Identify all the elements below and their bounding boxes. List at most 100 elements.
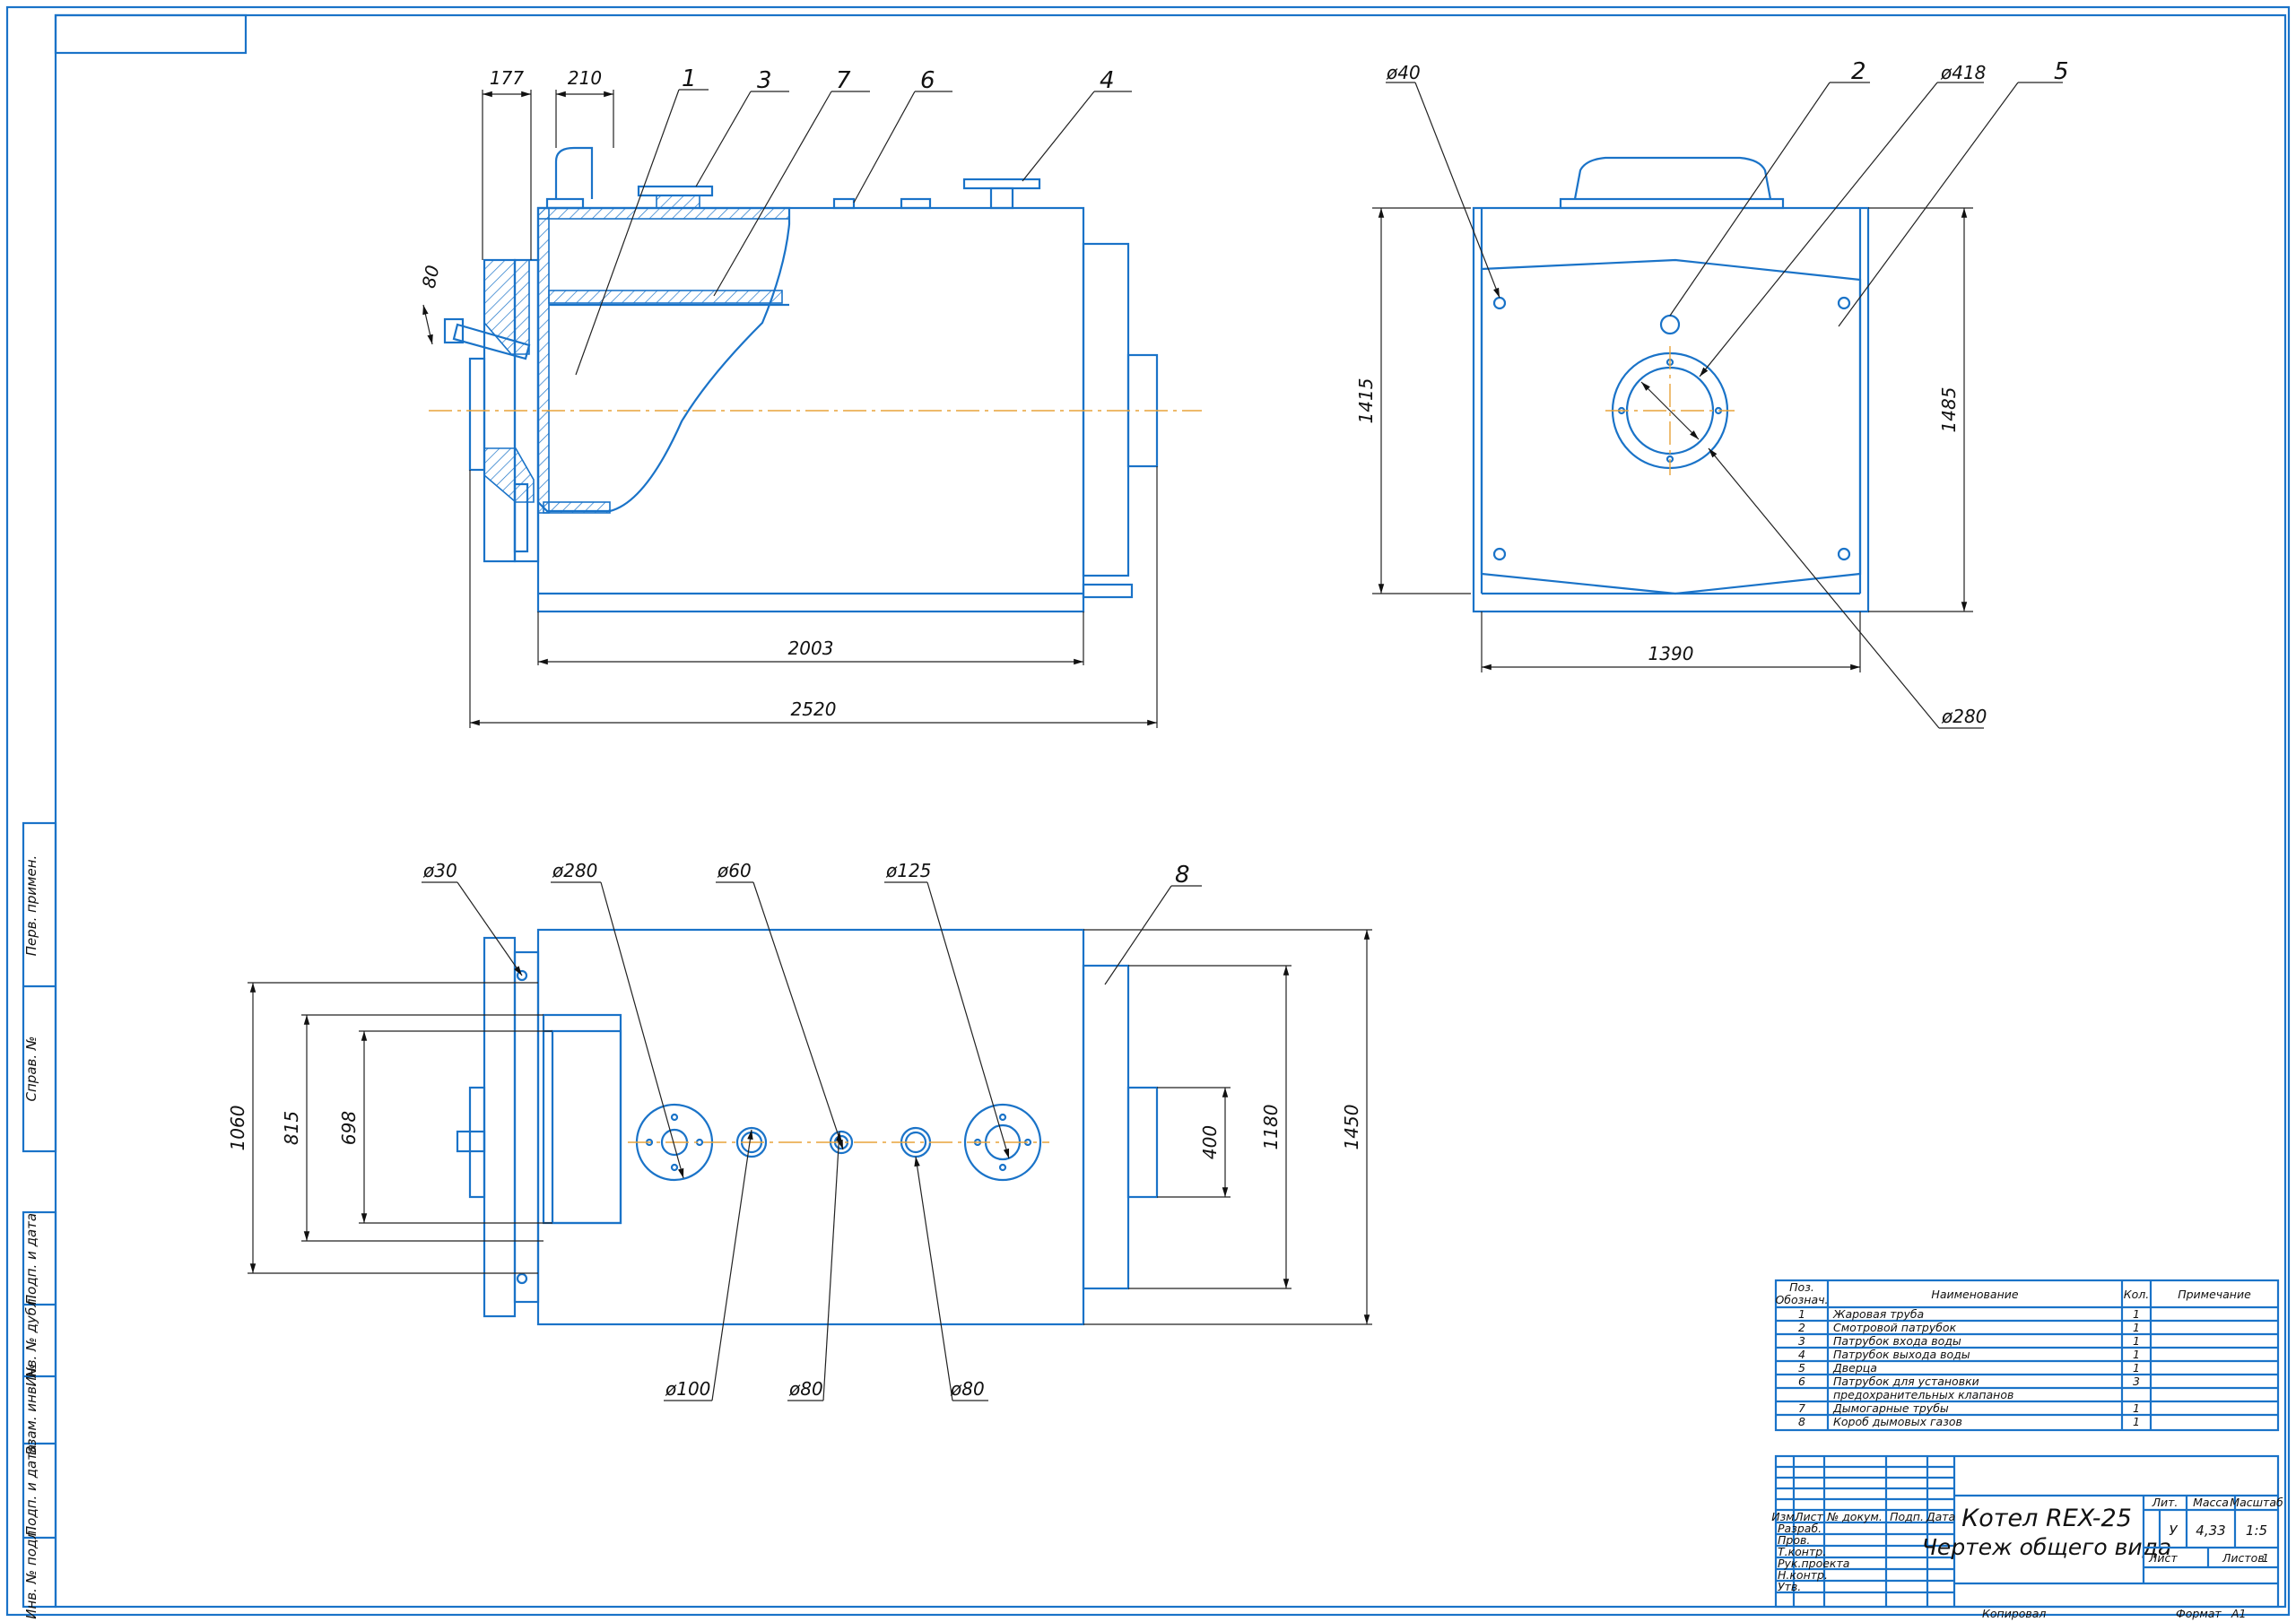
table-row-qty: 1 — [2133, 1321, 2140, 1334]
table-header-designation: Обознач. — [1775, 1293, 1828, 1306]
table-row-pos: 2 — [1798, 1321, 1805, 1334]
tb-mass-label: Масса — [2193, 1496, 2229, 1509]
table-row-qty: 3 — [2133, 1375, 2140, 1388]
tb-format-value: A1 — [2231, 1607, 2247, 1620]
table-row-name: Жаровая труба — [1832, 1307, 1924, 1321]
tb-col-izm: Изм. — [1771, 1510, 1797, 1523]
table-row-pos: 7 — [1798, 1401, 1805, 1415]
dim-400: 400 — [1199, 1125, 1221, 1159]
tb-col-date: Дата — [1926, 1510, 1955, 1523]
stamp-podp-data-2: Подп. и дата — [23, 1444, 39, 1536]
table-row-qty: 1 — [2133, 1401, 2140, 1415]
stamp-inv-dubl: Инв. № дубл. — [23, 1295, 39, 1387]
tb-role-prov: Пров. — [1778, 1533, 1810, 1547]
dim-dia125: ø125 — [885, 860, 931, 881]
table-row-qty: 1 — [2133, 1334, 2140, 1348]
sheet-frame — [5, 5, 2291, 1617]
table-row-qty: 1 — [2133, 1415, 2140, 1428]
tb-copied: Копировал — [1982, 1607, 2046, 1620]
tb-scale-value: 1:5 — [2246, 1522, 2267, 1539]
dim-dia280-front: ø280 — [1941, 706, 1987, 727]
tb-lit-value: У — [2169, 1522, 2178, 1539]
stamp-inv-podl: Инв. № подл. — [23, 1526, 39, 1618]
parts-table: Поз. Обознач. Наименование Кол. Примечан… — [1774, 1279, 2280, 1432]
dim-698: 698 — [338, 1111, 360, 1145]
dim-1485: 1485 — [1938, 387, 1960, 433]
tb-title-line1: Котел REX-25 — [1961, 1505, 2132, 1532]
dim-dia60: ø60 — [717, 860, 752, 881]
stamp-vzam-inv: Взам. инв. № — [23, 1364, 39, 1455]
dim-dia30: ø30 — [422, 860, 457, 881]
tb-col-list: Лист — [1794, 1510, 1823, 1523]
stamp-perv-primen: Перв. примен. — [23, 855, 39, 957]
table-row-pos: 3 — [1798, 1334, 1805, 1348]
callout-8: 8 — [1175, 862, 1190, 889]
table-row-pos: 5 — [1798, 1361, 1805, 1375]
table-row-name: Смотровой патрубок — [1833, 1321, 1957, 1334]
table-header-qty: Кол. — [2124, 1288, 2150, 1301]
dim-dia280-top: ø280 — [552, 860, 597, 881]
table-row-name: Дверца — [1832, 1361, 1877, 1375]
tb-role-tkontr: Т.контр. — [1778, 1545, 1826, 1558]
tb-role-ruk: Рук.проекта — [1778, 1557, 1849, 1570]
stamp-sprav: Справ. № — [23, 1037, 39, 1102]
tb-col-sign: Подп. — [1890, 1510, 1924, 1523]
callout-4: 4 — [1100, 67, 1115, 94]
callout-7: 7 — [836, 67, 851, 94]
table-row-pos: 4 — [1798, 1348, 1805, 1361]
table-row-name: Короб дымовых газов — [1833, 1415, 1962, 1428]
tb-title-line2: Чертеж общего вида — [1922, 1534, 2171, 1560]
dim-80: 80 — [418, 264, 444, 291]
dim-1415: 1415 — [1355, 378, 1377, 424]
dim-dia80-b: ø80 — [950, 1378, 985, 1400]
table-row-qty: 1 — [2133, 1307, 2140, 1321]
tb-mass-value: 4,33 — [2196, 1522, 2225, 1539]
table-row-name: Патрубок для установки — [1833, 1375, 1979, 1388]
table-row-qty: 1 — [2133, 1348, 2140, 1361]
table-header-pos: Поз. — [1789, 1280, 1814, 1294]
dim-1060: 1060 — [227, 1106, 248, 1151]
dim-dia100: ø100 — [665, 1378, 710, 1400]
dim-dia418: ø418 — [1940, 62, 1986, 83]
table-row-name: Патрубок входа воды — [1833, 1334, 1961, 1348]
table-row-qty: 1 — [2133, 1361, 2140, 1375]
table-row-name: предохранительных клапанов — [1833, 1388, 2013, 1401]
callout-2: 2 — [1851, 58, 1866, 85]
dim-dia80-a: ø80 — [788, 1378, 823, 1400]
dim-177: 177 — [490, 67, 524, 89]
table-row-name: Дымогарные трубы — [1832, 1401, 1949, 1415]
dim-2003: 2003 — [788, 638, 834, 659]
dim-210: 210 — [568, 67, 602, 89]
title-block: Изм. Лист № докум. Подп. Дата Разраб. Пр… — [1771, 1454, 2283, 1620]
dim-1180: 1180 — [1260, 1105, 1282, 1150]
tb-col-doc: № докум. — [1826, 1510, 1883, 1523]
tb-sheets-value: 1 — [2262, 1551, 2269, 1565]
tb-role-razrab: Разраб. — [1778, 1522, 1822, 1535]
table-row-pos: 6 — [1798, 1375, 1805, 1388]
tb-sheet-label: Лист — [2148, 1551, 2178, 1565]
top-view: 1060 815 698 400 1180 1450 ø30 ø280 ø60 … — [227, 860, 1372, 1401]
front-view: 1415 1485 1390 ø40 2 ø418 5 ø280 — [1355, 58, 2069, 729]
dim-815: 815 — [281, 1111, 302, 1145]
dim-dia40: ø40 — [1386, 62, 1421, 83]
callout-5: 5 — [2054, 58, 2069, 85]
callout-3: 3 — [757, 67, 772, 94]
tb-role-nkontr: Н.контр. — [1778, 1568, 1828, 1582]
table-row-pos: 8 — [1798, 1415, 1805, 1428]
side-stamp-column: Перв. примен. Справ. № Подп. и дата Инв.… — [22, 821, 57, 1619]
tb-sheets-label: Листов — [2222, 1551, 2265, 1565]
callout-6: 6 — [920, 67, 935, 94]
dim-1450: 1450 — [1341, 1105, 1362, 1150]
tb-role-utv: Утв. — [1778, 1580, 1801, 1593]
side-view: 177 210 80 2003 2520 1 3 7 6 4 — [418, 65, 1202, 728]
table-row-pos: 1 — [1798, 1307, 1805, 1321]
tb-format-label: Формат — [2176, 1607, 2222, 1620]
table-row-name: Патрубок выхода воды — [1833, 1348, 1970, 1361]
callout-1: 1 — [682, 65, 697, 92]
dim-2520: 2520 — [791, 698, 837, 720]
tb-scale-label: Масштаб — [2230, 1496, 2283, 1509]
dim-1390: 1390 — [1648, 643, 1694, 664]
tb-lit-label: Лит. — [2152, 1496, 2179, 1509]
stamp-podp-data-1: Подп. и дата — [23, 1213, 39, 1305]
